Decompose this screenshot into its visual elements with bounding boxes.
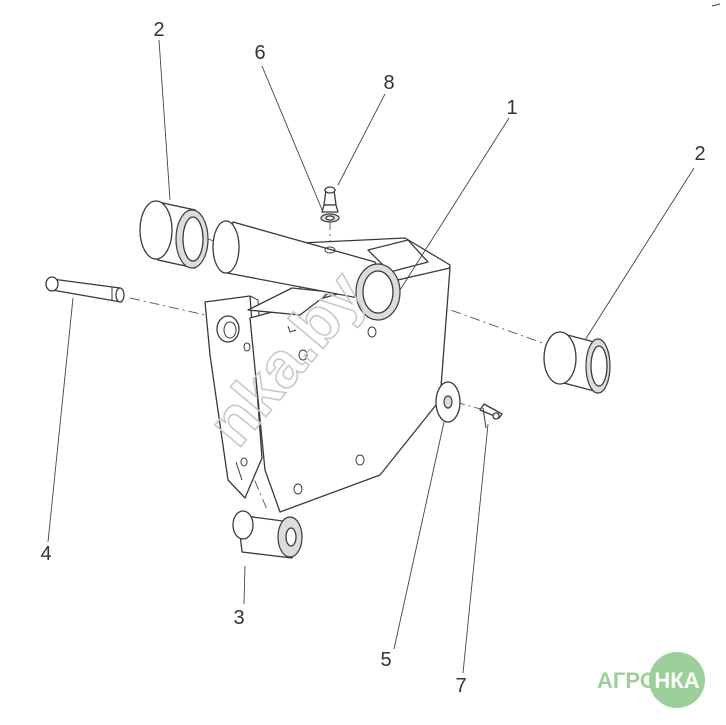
logo-text-right: НКА xyxy=(654,668,699,693)
callout-2-right: 2 xyxy=(694,143,705,165)
callout-5: 5 xyxy=(380,649,391,671)
bushing-lower xyxy=(232,510,303,559)
frame-bracket xyxy=(204,220,451,513)
bushing-left xyxy=(139,200,209,269)
callout-7: 7 xyxy=(455,675,466,697)
pin xyxy=(45,276,125,303)
bushing-right xyxy=(543,331,611,394)
grease-fitting xyxy=(321,186,339,213)
callout-3: 3 xyxy=(233,607,244,629)
cotter-pin xyxy=(479,403,503,429)
callout-2-left: 2 xyxy=(153,19,164,41)
logo-circle xyxy=(649,652,705,708)
callout-6: 6 xyxy=(254,42,265,64)
corner-mark xyxy=(711,3,721,7)
callouts: 2 6 8 1 2 4 3 5 7 xyxy=(40,19,705,697)
fitting-washer xyxy=(320,213,340,223)
washer xyxy=(435,381,461,423)
agronka-logo: АГРО НКА xyxy=(597,652,705,708)
leader-lines xyxy=(47,39,695,674)
callout-1: 1 xyxy=(506,97,517,119)
logo-text-left: АГРО xyxy=(597,668,657,693)
callout-8: 8 xyxy=(383,72,394,94)
callout-4: 4 xyxy=(40,543,51,565)
